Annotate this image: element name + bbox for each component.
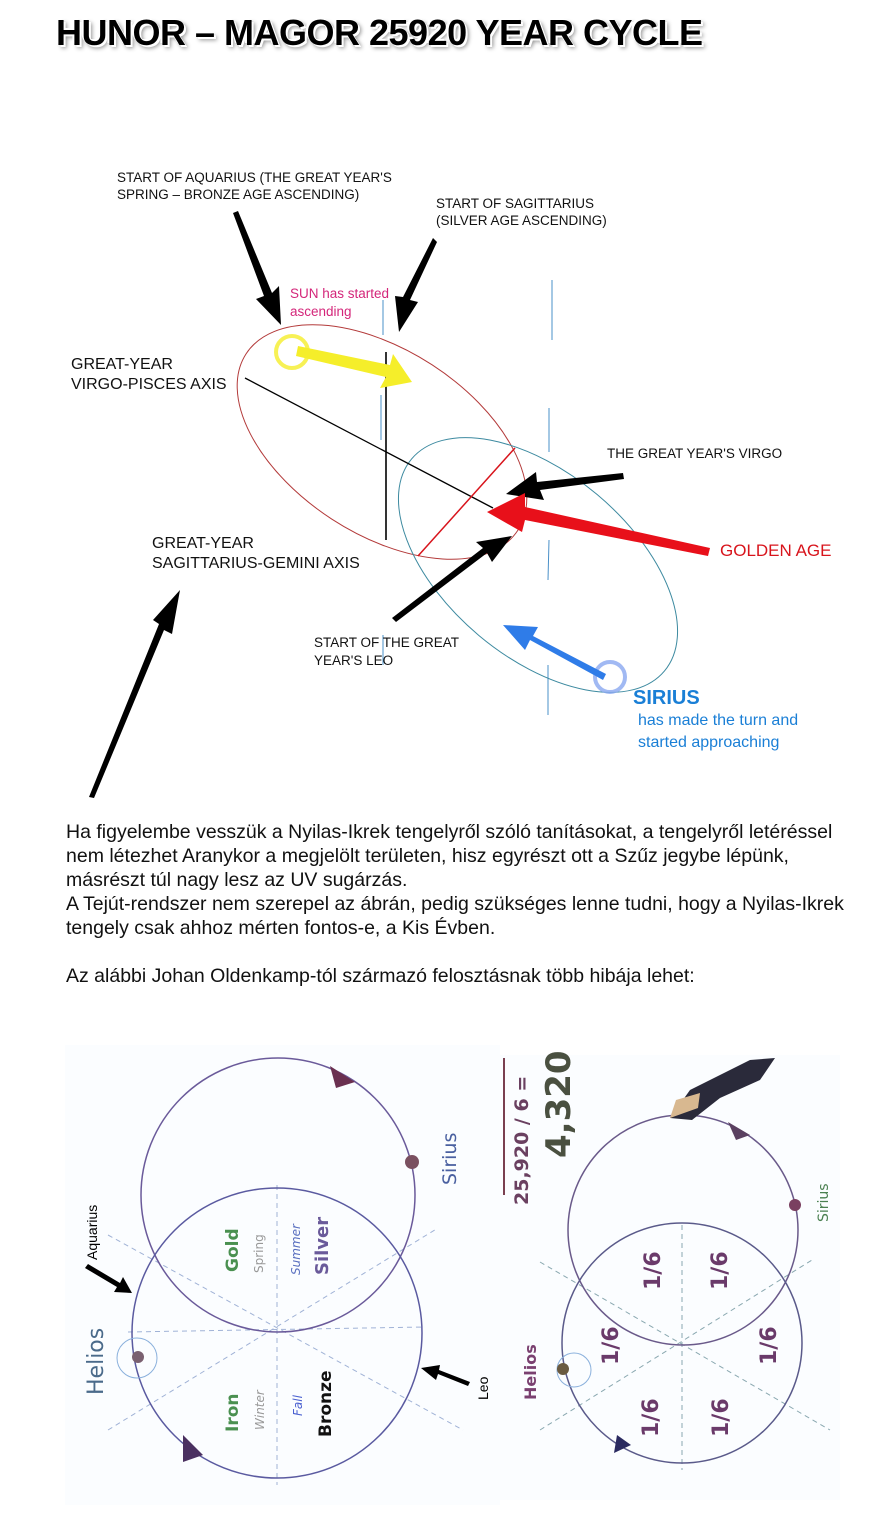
label-sirius-2: started approaching bbox=[638, 734, 779, 751]
label-iron: Iron bbox=[223, 1394, 243, 1433]
label-sun-2: ascending bbox=[290, 304, 352, 319]
label-result: 4,320 bbox=[539, 1050, 579, 1158]
sirius-orbit bbox=[140, 1057, 416, 1333]
label-sagittarius-2: (SILVER AGE ASCENDING) bbox=[436, 213, 607, 228]
label-aquarius-2: SPRING – BRONZE AGE ASCENDING) bbox=[117, 187, 359, 202]
label-equation: 25,920 / 6 = bbox=[511, 1076, 533, 1205]
label-winter: Winter bbox=[253, 1389, 267, 1430]
label-silver: Silver bbox=[312, 1217, 333, 1275]
leo-arrow bbox=[421, 1365, 470, 1386]
arrow-sag-gemini bbox=[89, 590, 180, 798]
label-sirius: Sirius bbox=[816, 1183, 832, 1222]
helios-orbit bbox=[561, 1222, 803, 1464]
arrow-sagittarius bbox=[395, 238, 437, 332]
orbit-arrow-top bbox=[330, 1066, 355, 1088]
label-spring: Spring bbox=[252, 1234, 266, 1273]
top-diagram: START OF AQUARIUS (THE GREAT YEAR'S SPRI… bbox=[71, 170, 831, 798]
helios-dot bbox=[132, 1351, 144, 1363]
label-golden-age: GOLDEN AGE bbox=[720, 541, 831, 560]
body-text: Ha figyelembe vesszük a Nyilas-Ikrek ten… bbox=[66, 820, 866, 988]
blue-arrow bbox=[503, 625, 606, 680]
helios-orbit bbox=[131, 1187, 423, 1479]
label-great-virgo: THE GREAT YEAR'S VIRGO bbox=[607, 446, 782, 461]
label-sirius: SIRIUS bbox=[633, 687, 700, 709]
arrow-golden-age bbox=[487, 493, 710, 556]
segment-label: 1/6 bbox=[757, 1326, 782, 1365]
segment-label: 1/6 bbox=[639, 1398, 664, 1437]
label-sirius: Sirius bbox=[439, 1133, 461, 1185]
left-figure: Aquarius Helios Sirius Leo Gold Spring S… bbox=[65, 1045, 500, 1505]
label-leo-1: START OF THE GREAT bbox=[314, 635, 459, 650]
orbit-arrow-bottom bbox=[183, 1435, 203, 1462]
label-virgo-pisces-1: GREAT-YEAR bbox=[71, 356, 173, 373]
paragraph: Az alábbi Johan Oldenkamp-tól származó f… bbox=[66, 965, 695, 987]
segment-label: 1/6 bbox=[599, 1326, 624, 1365]
helios-dot bbox=[557, 1363, 569, 1375]
yellow-arrow bbox=[296, 346, 412, 388]
arrow-great-virgo bbox=[506, 472, 624, 500]
virgo-pisces-axis-line bbox=[244, 377, 494, 509]
segment-label: 1/6 bbox=[641, 1251, 666, 1290]
paragraph: Ha figyelembe vesszük a Nyilas-Ikrek ten… bbox=[66, 821, 833, 891]
orbit-arrow-bottom bbox=[614, 1435, 631, 1453]
label-summer: Summer bbox=[289, 1223, 303, 1275]
segment-label: 1/6 bbox=[708, 1251, 733, 1290]
segment-label: 1/6 bbox=[709, 1398, 734, 1437]
label-sirius-1: has made the turn and bbox=[638, 712, 798, 729]
label-aquarius: Aquarius bbox=[84, 1205, 100, 1260]
label-sagittarius-1: START OF SAGITTARIUS bbox=[436, 196, 594, 211]
arrow-aquarius bbox=[233, 211, 281, 325]
label-leo-2: YEAR'S LEO bbox=[314, 653, 393, 668]
page-title: HUNOR – MAGOR 25920 YEAR CYCLE bbox=[56, 12, 703, 53]
sirius-circle bbox=[593, 660, 627, 694]
orbit-arrow-top bbox=[728, 1122, 750, 1140]
label-fall: Fall bbox=[291, 1394, 305, 1416]
guide-lines bbox=[380, 280, 553, 715]
golden-age-red-line bbox=[417, 447, 516, 557]
arrow-leo bbox=[392, 536, 512, 622]
aquarius-arrow bbox=[85, 1264, 132, 1293]
label-virgo-pisces-2: VIRGO-PISCES AXIS bbox=[71, 376, 227, 393]
label-helios: Helios bbox=[521, 1344, 540, 1400]
black-arrows bbox=[89, 211, 624, 798]
right-figure: 25,920 / 6 = 4,320 Helios Sirius 1/6 1/6… bbox=[500, 1050, 840, 1500]
label-bronze: Bronze bbox=[316, 1370, 336, 1437]
label-leo: Leo bbox=[475, 1376, 491, 1400]
paragraph: A Tejút-rendszer nem szerepel az ábrán, … bbox=[66, 893, 844, 939]
blue-ellipse bbox=[397, 437, 679, 693]
label-sag-gemini-1: GREAT-YEAR bbox=[152, 535, 254, 552]
label-helios: Helios bbox=[84, 1328, 109, 1395]
sirius-dot bbox=[405, 1155, 419, 1169]
sirius-dot bbox=[789, 1199, 801, 1211]
label-aquarius-1: START OF AQUARIUS (THE GREAT YEAR'S bbox=[117, 170, 392, 185]
label-sag-gemini-2: SAGITTARIUS-GEMINI AXIS bbox=[152, 555, 360, 572]
label-sun-1: SUN has started bbox=[290, 286, 389, 301]
red-ellipse bbox=[236, 324, 528, 560]
label-gold: Gold bbox=[223, 1228, 243, 1272]
